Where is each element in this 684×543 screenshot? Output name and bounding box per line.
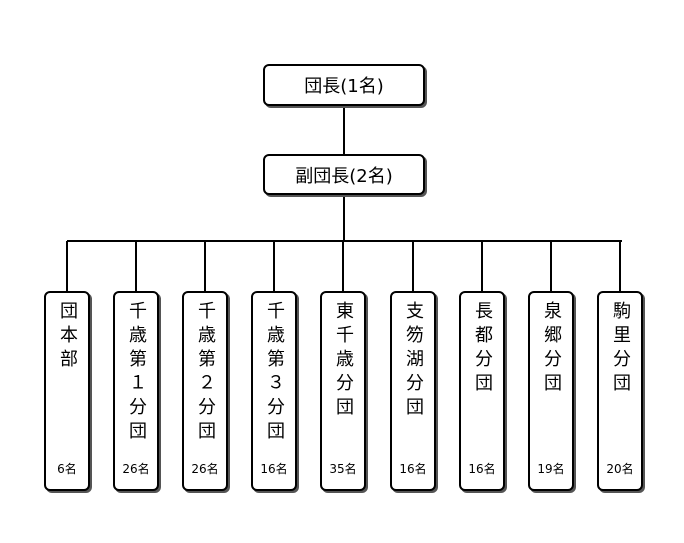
unit-member-count: 16名 [399, 462, 427, 476]
leader-label: 団長(1名) [304, 76, 384, 97]
unit-box-chitose-2: 千歳第２分団 26名 [182, 291, 228, 491]
unit-box-komasato: 駒里分団 20名 [597, 291, 643, 491]
unit-box-higashi-chitose: 東千歳分団 35名 [320, 291, 366, 491]
unit-member-count: 26名 [122, 462, 150, 476]
unit-name: 支笏湖分団 [403, 301, 424, 421]
unit-name: 団本部 [57, 301, 78, 373]
unit-name: 千歳第２分団 [195, 301, 216, 445]
unit-box-chitose-3: 千歳第３分団 16名 [251, 291, 297, 491]
unit-member-count: 19名 [537, 462, 565, 476]
unit-name: 千歳第３分団 [264, 301, 285, 445]
unit-member-count: 6名 [57, 462, 77, 476]
leader-box: 団長(1名) [263, 64, 425, 106]
unit-name: 長都分団 [472, 301, 493, 397]
unit-member-count: 16名 [260, 462, 288, 476]
unit-name: 泉郷分団 [541, 301, 562, 397]
unit-name: 千歳第１分団 [126, 301, 147, 445]
unit-box-chitose-1: 千歳第１分団 26名 [113, 291, 159, 491]
unit-box-headquarters: 団本部 6名 [44, 291, 90, 491]
unit-member-count: 26名 [191, 462, 219, 476]
unit-name: 駒里分団 [610, 301, 631, 397]
unit-box-izumisawa: 泉郷分団 19名 [528, 291, 574, 491]
unit-member-count: 20名 [606, 462, 634, 476]
unit-member-count: 16名 [468, 462, 496, 476]
unit-box-shikotsuko: 支笏湖分団 16名 [390, 291, 436, 491]
vice-leader-box: 副団長(2名) [263, 154, 425, 195]
unit-member-count: 35名 [329, 462, 357, 476]
unit-name: 東千歳分団 [333, 301, 354, 421]
unit-box-osatsu: 長都分団 16名 [459, 291, 505, 491]
vice-leader-label: 副団長(2名) [295, 165, 393, 187]
